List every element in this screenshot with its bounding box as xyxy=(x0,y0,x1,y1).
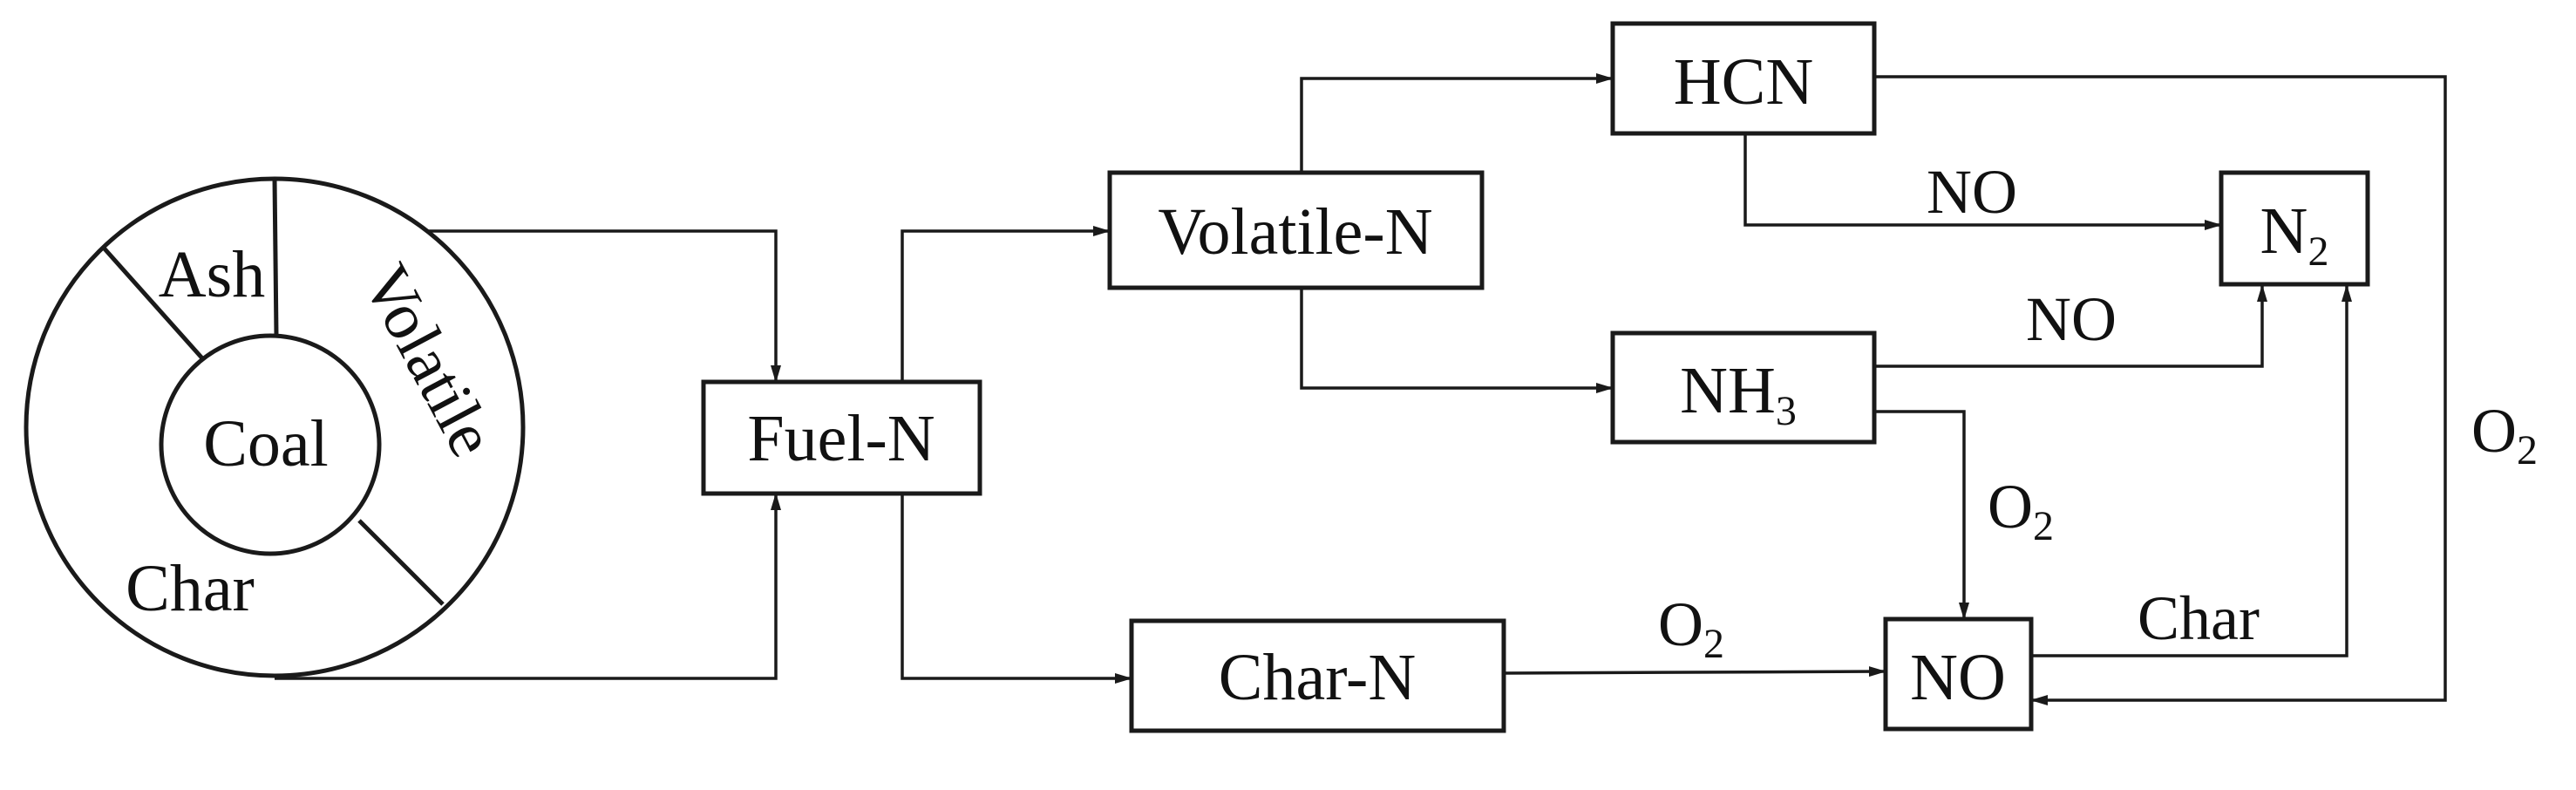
ash-label: Ash xyxy=(159,238,265,311)
char-to-fuel-n-arrow xyxy=(275,493,781,680)
volatile-n-node: Volatile-N xyxy=(1107,170,1485,290)
fuel-n-to-char-n-arrow xyxy=(901,494,1132,684)
char-n-to-no-arrow xyxy=(1503,666,1886,678)
nh3-subscript: 3 xyxy=(1776,388,1797,434)
nh3-base: NH xyxy=(1680,354,1776,427)
char-n-label: Char-N xyxy=(1219,641,1416,714)
nh3-node: NH3 xyxy=(1610,330,1877,445)
coal-particle: Coal Ash Volatile Char xyxy=(24,176,526,678)
volatile-n-to-hcn-arrow xyxy=(1300,73,1614,173)
fuel-n-node: Fuel-N xyxy=(701,379,982,496)
fuel-n-to-volatile-n-arrow xyxy=(901,226,1111,382)
char-n-node: Char-N xyxy=(1129,618,1506,733)
no-label: NO xyxy=(1910,641,2006,714)
nh3-to-n2-label: NO xyxy=(2026,284,2117,354)
fuel-n-label: Fuel-N xyxy=(747,402,935,475)
connectors xyxy=(275,73,2447,705)
volatile-to-fuel-n-arrow xyxy=(427,229,781,383)
hcn-to-n2-arrow xyxy=(1743,133,2222,230)
no-node: NO xyxy=(1883,616,2034,732)
hcn-node: HCN xyxy=(1610,21,1877,136)
nh3-label: NH3 xyxy=(1680,354,1797,434)
nh3-to-no-label: O2 xyxy=(1988,472,2054,549)
char-label: Char xyxy=(126,552,255,625)
hcn-label: HCN xyxy=(1674,45,1813,119)
n2-node: N2 xyxy=(2219,170,2370,287)
edge-labels: NO NO O2 O2 Char O2 xyxy=(1658,157,2538,667)
volatile-n-label: Volatile-N xyxy=(1158,195,1432,269)
no-to-n2-arrow xyxy=(2031,284,2352,657)
volatile-n-to-nh3-arrow xyxy=(1300,288,1614,393)
hcn-to-no-label: O2 xyxy=(2471,396,2538,473)
nh3-to-no-arrow xyxy=(1874,410,1969,620)
ash-volatile-divider xyxy=(272,178,279,337)
n2-base: N xyxy=(2260,194,2308,268)
coal-label: Coal xyxy=(203,407,329,480)
n2-subscript: 2 xyxy=(2308,228,2328,275)
ash-char-divider xyxy=(100,244,205,361)
hcn-to-no-arrow xyxy=(1874,75,2447,705)
n2-label: N2 xyxy=(2260,194,2329,275)
char-n-to-no-label: O2 xyxy=(1658,589,1724,667)
volatile-char-divider xyxy=(357,519,445,606)
node-boxes: Fuel-N Volatile-N Char-N HCN NH3 N2 NO xyxy=(701,21,2370,733)
hcn-to-n2-label: NO xyxy=(1927,157,2017,227)
nh3-to-n2-arrow xyxy=(1874,284,2267,368)
coal-core xyxy=(159,333,382,556)
no-to-n2-label: Char xyxy=(2138,583,2260,653)
